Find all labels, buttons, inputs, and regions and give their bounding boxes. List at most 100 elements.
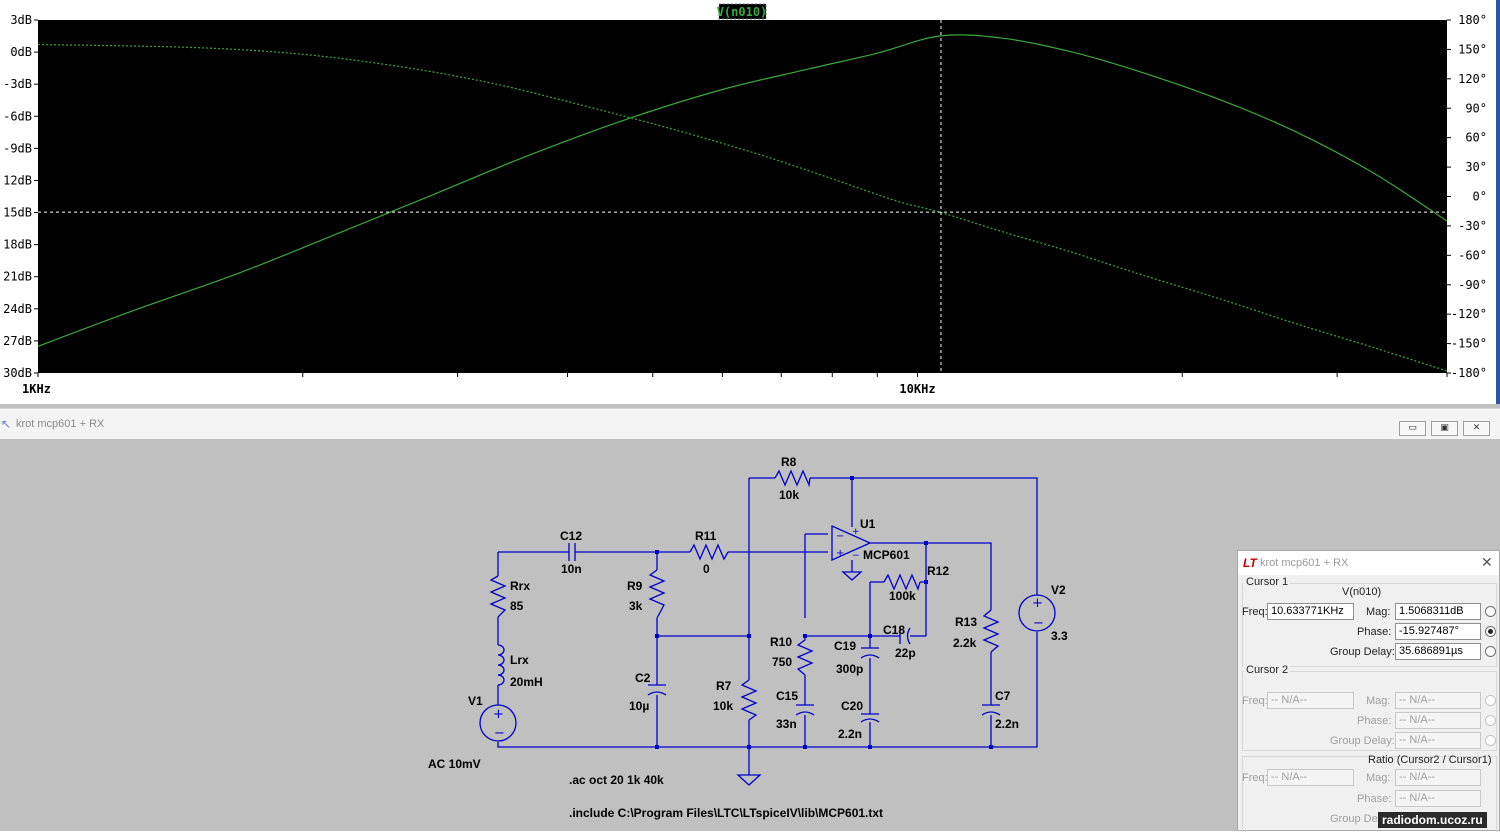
left-axis-label: -3dB <box>3 77 32 91</box>
junctions <box>655 476 993 749</box>
right-axis-label: 150° <box>1458 42 1487 56</box>
cursor2-group-label: Cursor 2 <box>1244 664 1291 676</box>
r10-value: 750 <box>772 655 792 669</box>
cursor2-group-delay-label: Group Delay: <box>1330 735 1395 747</box>
ratio-mag-field[interactable]: -- N/A-- <box>1395 769 1481 786</box>
cursor1-freq-field[interactable]: 10.633771KHz <box>1267 603 1354 620</box>
capacitor-c20[interactable]: C20 2.2n <box>838 699 880 741</box>
c19-value: 300p <box>836 662 863 676</box>
r10-name: R10 <box>770 635 792 649</box>
cursor1-group-label: Cursor 1 <box>1244 576 1291 588</box>
close-button[interactable]: ✕ <box>1463 421 1490 436</box>
cursor2-mag-field[interactable]: -- N/A-- <box>1395 692 1481 709</box>
cursor2-group <box>1242 671 1497 751</box>
capacitor-c19[interactable]: C19 300p <box>834 639 880 676</box>
include-directive[interactable]: .include C:\Program Files\LTC\LTspiceIV\… <box>569 806 883 820</box>
left-axis-label: 18dB <box>3 238 32 252</box>
opamp-u1[interactable]: − + + − U1 MCP601 <box>831 517 910 581</box>
cursor1-mag-radio[interactable] <box>1485 606 1496 617</box>
resistor-rrx[interactable]: Rrx 85 <box>489 575 530 618</box>
schematic-title: krot mcp601 + RX <box>16 418 105 430</box>
c20-value: 2.2n <box>838 727 862 741</box>
resistor-r9[interactable]: R9 3k <box>627 569 666 619</box>
resistor-r11[interactable]: R11 0 <box>689 529 729 576</box>
cursor-dialog-title-bar[interactable]: LT krot mcp601 + RX ✕ <box>1238 551 1499 575</box>
cursor2-phase-label: Phase: <box>1357 715 1392 727</box>
window-edge <box>1496 0 1500 404</box>
capacitor-c12[interactable]: C12 10n <box>560 529 583 576</box>
resistor-r13[interactable]: R13 2.2k <box>953 609 1000 653</box>
cursor1-mag-field[interactable]: 1.5068311dB <box>1395 603 1481 620</box>
minimize-button[interactable]: ▭ <box>1399 421 1426 436</box>
schematic-title-bar[interactable]: ↖ krot mcp601 + RX ▭ ▣ ✕ <box>0 408 1500 439</box>
r7-value: 10k <box>713 699 733 713</box>
plot-area[interactable] <box>38 20 1447 373</box>
cursor-dialog[interactable]: LT krot mcp601 + RX ✕ Cursor 1 V(n010) F… <box>1237 550 1500 832</box>
trace-label-box[interactable]: V(n010) <box>717 3 768 20</box>
right-axis-label: 0° <box>1473 190 1487 204</box>
voltage-source-v1[interactable]: + − V1 AC 10mV <box>428 694 517 771</box>
left-axis-label: 30dB <box>3 366 32 380</box>
right-axis-label: -150° <box>1451 337 1487 351</box>
resistor-r12[interactable]: R12 100k <box>883 564 949 603</box>
capacitor-c7[interactable]: C7 2.2n <box>981 689 1019 731</box>
v2-name: V2 <box>1051 583 1066 597</box>
bode-plot[interactable]: 3dB0dB-3dB-6dB-9dB12dB15dB18dB21dB24dB27… <box>0 0 1500 404</box>
inductor-lrx[interactable]: Lrx 20mH <box>497 644 543 689</box>
capacitor-c15[interactable]: C15 33n <box>776 689 815 731</box>
cursor1-trace-name: V(n010) <box>1342 586 1382 598</box>
lrx-value: 20mH <box>510 675 543 689</box>
cursor1-phase-field[interactable]: -15.927487° <box>1395 623 1481 640</box>
left-axis-label: 27dB <box>3 334 32 348</box>
left-axis-label: 3dB <box>10 13 32 27</box>
r11-value: 0 <box>703 562 710 576</box>
capacitor-c18[interactable]: C18 22p <box>883 623 916 660</box>
left-axis-label: 12dB <box>3 173 32 187</box>
ac-directive[interactable]: .ac oct 20 1k 40k <box>569 773 664 787</box>
cursor2-group-delay-field[interactable]: -- N/A-- <box>1395 732 1481 749</box>
c20-name: C20 <box>841 699 863 713</box>
ratio-freq-field[interactable]: -- N/A-- <box>1267 769 1354 786</box>
cursor2-freq-field[interactable]: -- N/A-- <box>1267 692 1354 709</box>
maximize-button[interactable]: ▣ <box>1431 421 1458 436</box>
v2-value: 3.3 <box>1051 629 1068 643</box>
rrx-value: 85 <box>510 599 524 613</box>
schematic-canvas[interactable]: Rrx 85 Lrx 20mH + − V1 AC 10mV C12 10n <box>0 439 1237 831</box>
voltage-source-v2[interactable]: + − V2 3.3 <box>1018 583 1068 643</box>
cursor1-phase-radio[interactable] <box>1485 626 1496 637</box>
cursor1-freq-label: Freq: <box>1242 606 1268 618</box>
right-axis-label: 120° <box>1458 72 1487 86</box>
r8-value: 10k <box>779 488 799 502</box>
cursor2-phase-field[interactable]: -- N/A-- <box>1395 712 1481 729</box>
r12-name: R12 <box>927 564 949 578</box>
c12-name: C12 <box>560 529 582 543</box>
cursor2-mag-radio[interactable] <box>1485 695 1496 706</box>
right-axis-label: -90° <box>1458 278 1487 292</box>
magnitude-trace <box>37 34 1448 347</box>
r9-value: 3k <box>629 599 643 613</box>
trace-label[interactable]: V(n010) <box>717 5 768 19</box>
ratio-phase-field[interactable]: -- N/A-- <box>1395 790 1481 807</box>
svg-text:−: − <box>836 531 844 542</box>
v1-name: V1 <box>468 694 483 708</box>
c2-value: 10µ <box>629 699 649 713</box>
right-axis-label: -30° <box>1458 219 1487 233</box>
ratio-freq-label: Freq: <box>1242 772 1268 784</box>
left-axis-label: 15dB <box>3 206 32 220</box>
rrx-name: Rrx <box>510 579 530 593</box>
resistor-r10[interactable]: R10 750 <box>770 635 814 676</box>
resistor-r8[interactable]: R8 10k <box>774 455 811 502</box>
right-axis-label: -60° <box>1458 248 1487 262</box>
right-axis-label: -120° <box>1451 307 1487 321</box>
left-axis-label: 21dB <box>3 270 32 284</box>
close-icon[interactable]: ✕ <box>1481 554 1493 570</box>
right-axis-label: 30° <box>1465 160 1487 174</box>
c15-name: C15 <box>776 689 798 703</box>
capacitor-c2[interactable]: C2 10µ <box>629 671 667 713</box>
cursor1-group-delay-field[interactable]: 35.686891µs <box>1395 643 1481 660</box>
cursor2-phase-radio[interactable] <box>1485 715 1496 726</box>
cursor1-group-delay-radio[interactable] <box>1485 646 1496 657</box>
resistor-r7[interactable]: R7 10k <box>713 679 758 721</box>
cursor2-group-delay-radio[interactable] <box>1485 735 1496 746</box>
